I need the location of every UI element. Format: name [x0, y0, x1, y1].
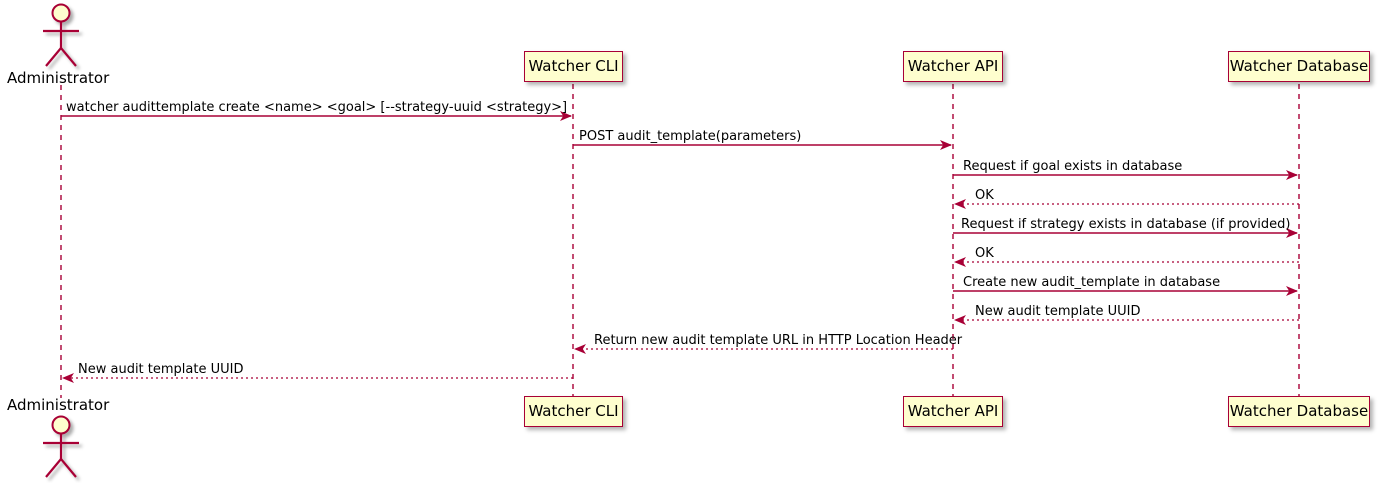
message-label-7: Create new audit_template in database [963, 275, 1221, 290]
lifelines-group [60, 84, 1300, 398]
actor-label-administrator-bottom: Administrator [7, 396, 110, 414]
message-label-10: New audit template UUID [78, 362, 244, 377]
message-label-6: OK [975, 246, 994, 261]
actor-label-administrator-top: Administrator [7, 69, 110, 87]
actor-administrator-bottom [43, 415, 79, 478]
participant-box-watcher-cli-top[interactable]: Watcher CLI [524, 51, 623, 82]
participant-box-watcher-api-bottom[interactable]: Watcher API [903, 396, 1003, 427]
participant-box-watcher-database-bottom[interactable]: Watcher Database [1228, 396, 1370, 427]
message-label-1: watcher audittemplate create <name> <goa… [66, 100, 568, 115]
message-label-2: POST audit_template(parameters) [579, 129, 802, 144]
participant-box-watcher-cli-bottom[interactable]: Watcher CLI [524, 396, 623, 427]
message-label-5: Request if strategy exists in database (… [961, 217, 1291, 232]
message-label-3: Request if goal exists in database [963, 159, 1183, 174]
participant-box-watcher-database-top[interactable]: Watcher Database [1228, 51, 1370, 82]
message-arrows-group [61, 111, 1299, 383]
message-label-8: New audit template UUID [975, 304, 1141, 319]
message-label-9: Return new audit template URL in HTTP Lo… [594, 333, 963, 348]
participant-box-watcher-api-top[interactable]: Watcher API [903, 51, 1003, 82]
message-label-4: OK [975, 188, 994, 203]
actor-administrator-top [43, 3, 79, 67]
